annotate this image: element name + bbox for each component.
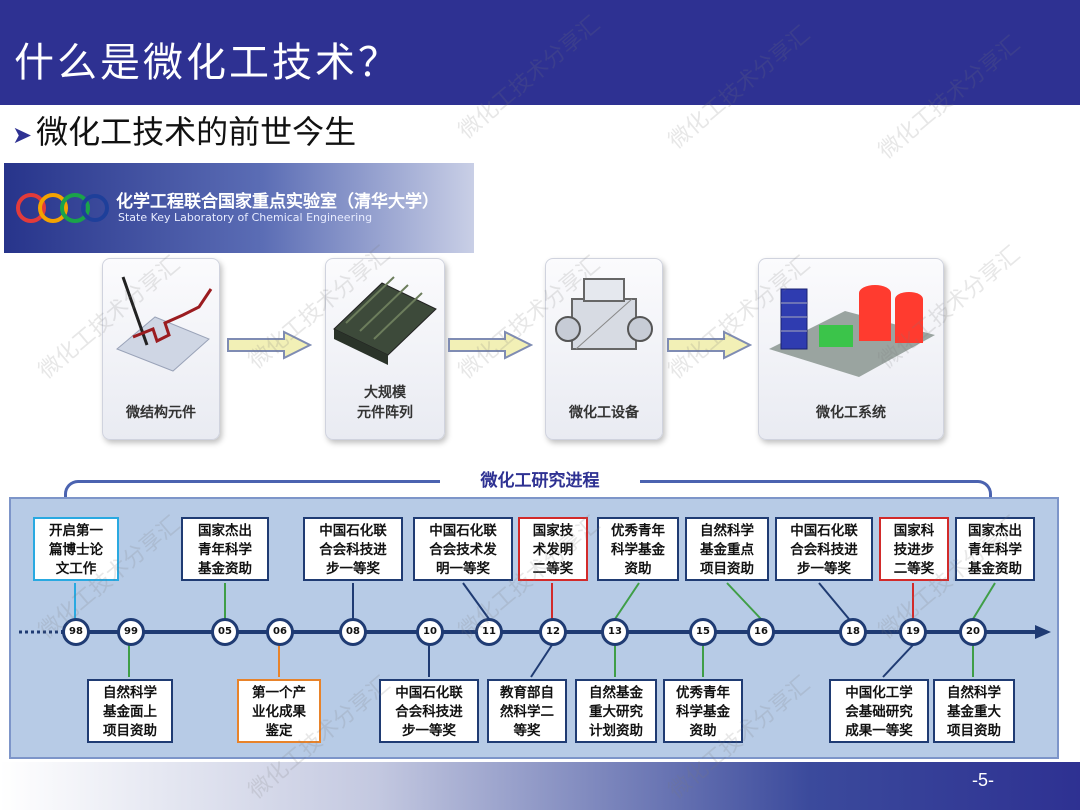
event-box: 优秀青年 科学基金 资助 — [663, 679, 743, 743]
event-box: 国家杰出 青年科学 基金资助 — [181, 517, 269, 581]
timeline-node-06: 06 — [266, 618, 294, 646]
event-box: 中国石化联 合会科技进 步一等奖 — [303, 517, 403, 581]
timeline-node-12: 12 — [539, 618, 567, 646]
plant-system-icon — [769, 285, 935, 377]
flow-arrow-icon — [226, 330, 313, 364]
stage-label: 微结构元件 — [126, 405, 196, 421]
timeline-node-13: 13 — [601, 618, 629, 646]
micro-channel-icon — [116, 276, 213, 372]
title-bar: 什么是微化工技术？ — [0, 0, 1080, 105]
progress-title: 微化工研究进程 — [440, 466, 640, 491]
lab-banner: 化学工程联合国家重点实验室（清华大学） State Key Laboratory… — [4, 163, 474, 253]
timeline-node-10: 10 — [416, 618, 444, 646]
section-subtitle: ➤微化工技术的前世今生 — [12, 112, 356, 155]
page-number: -5- — [972, 770, 994, 790]
timeline-node-98: 98 — [62, 618, 90, 646]
event-box: 教育部自 然科学二 等奖 — [487, 679, 567, 743]
event-box: 自然科学 基金面上 项目资助 — [87, 679, 173, 743]
flow-arrow-icon — [447, 330, 534, 364]
stage-label: 微化工设备 — [569, 405, 639, 421]
event-box: 自然基金 重大研究 计划资助 — [575, 679, 657, 743]
flow-arrow-icon — [666, 330, 753, 364]
lab-name-cn: 化学工程联合国家重点实验室（清华大学） — [116, 192, 439, 212]
subtitle-text: 微化工技术的前世今生 — [36, 113, 357, 151]
equipment-icon — [555, 278, 653, 350]
footer-bar: -5- — [0, 762, 1080, 810]
event-box: 国家杰出 青年科学 基金资助 — [955, 517, 1035, 581]
event-box: 自然科学 基金重点 项目资助 — [685, 517, 769, 581]
timeline-node-18: 18 — [839, 618, 867, 646]
timeline-node-08: 08 — [339, 618, 367, 646]
timeline-node-11: 11 — [475, 618, 503, 646]
event-box: 开启第一 篇博士论 文工作 — [33, 517, 119, 581]
event-box: 国家科 技进步 二等奖 — [879, 517, 949, 581]
stage-equipment: 微化工设备 — [545, 258, 663, 440]
stage-micro-element: 微结构元件 — [102, 258, 220, 440]
timeline-node-99: 99 — [117, 618, 145, 646]
event-box: 第一个产 业化成果 鉴定 — [237, 679, 321, 743]
bullet-arrow-icon: ➤ — [12, 121, 33, 149]
page-title: 什么是微化工技术？ — [14, 40, 401, 86]
event-box: 优秀青年 科学基金 资助 — [597, 517, 679, 581]
timeline-node-15: 15 — [689, 618, 717, 646]
event-box: 中国化工学 会基础研究 成果一等奖 — [829, 679, 929, 743]
timeline-panel: 开启第一 篇博士论 文工作 国家杰出 青年科学 基金资助 中国石化联 合会科技进… — [9, 497, 1059, 759]
stage-label: 大规模 元件阵列 — [357, 385, 413, 421]
event-box: 中国石化联 合会科技进 步一等奖 — [775, 517, 873, 581]
event-box: 中国石化联 合会技术发 明一等奖 — [413, 517, 513, 581]
element-array-icon — [333, 276, 437, 365]
stage-system: 微化工系统 — [758, 258, 944, 440]
stage-element-array: 大规模 元件阵列 — [325, 258, 445, 440]
stage-label: 微化工系统 — [816, 405, 886, 421]
rings-logo-icon — [16, 193, 109, 223]
timeline-node-16: 16 — [747, 618, 775, 646]
timeline-node-20: 20 — [959, 618, 987, 646]
lab-name-en: State Key Laboratory of Chemical Enginee… — [118, 211, 373, 224]
timeline-node-19: 19 — [899, 618, 927, 646]
event-box: 国家技 术发明 二等奖 — [518, 517, 588, 581]
timeline-node-05: 05 — [211, 618, 239, 646]
event-box: 自然科学 基金重大 项目资助 — [933, 679, 1015, 743]
event-box: 中国石化联 合会科技进 步一等奖 — [379, 679, 479, 743]
